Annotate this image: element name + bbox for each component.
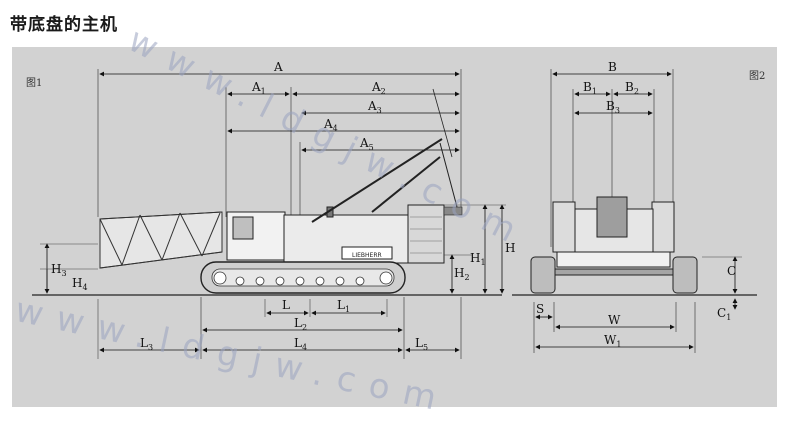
dim-label-H: H	[505, 241, 515, 255]
figure-1-label: 图1	[26, 78, 43, 89]
dim-label-W: W	[608, 313, 621, 327]
dim-label-H1: H1	[470, 251, 486, 267]
dim-label-B2: B2	[625, 80, 639, 96]
crawler-track	[200, 261, 406, 294]
dim-label-W1: W1	[604, 333, 621, 349]
dim-label-B1: B1	[583, 80, 597, 96]
dim-label-B: B	[608, 60, 617, 74]
dimension-labels: A A1 A2 A3 A4 A5 H3 H4 H H1 H2 L L1 L2 L…	[51, 60, 736, 352]
front-view-machine	[530, 196, 698, 294]
lattice-jib	[99, 211, 223, 269]
dim-label-B3: B3	[606, 99, 620, 115]
diagram-panel: LIEBHERR	[12, 47, 777, 407]
dim-label-H2: H2	[454, 266, 470, 282]
dim-label-A3: A3	[367, 99, 382, 115]
dim-label-C1: C1	[717, 306, 731, 322]
figure-2-label: 图2	[749, 71, 766, 82]
dim-label-H4: H4	[72, 276, 88, 292]
dim-label-L5: L5	[415, 336, 428, 352]
dim-label-H3: H3	[51, 262, 67, 278]
page-title: 带底盘的主机	[10, 15, 118, 35]
dim-label-C: C	[727, 264, 736, 278]
nameplate-text: LIEBHERR	[352, 252, 382, 259]
crane-dimension-diagram: LIEBHERR	[32, 60, 757, 359]
dim-label-A: A	[273, 60, 283, 74]
dim-label-L2: L2	[294, 316, 307, 332]
dim-label-L1: L1	[337, 298, 350, 314]
mast-cylinder	[311, 88, 458, 223]
superstructure	[226, 204, 445, 264]
dim-label-A2: A2	[371, 80, 386, 96]
dim-label-S: S	[536, 302, 544, 316]
dim-label-L: L	[282, 298, 290, 312]
